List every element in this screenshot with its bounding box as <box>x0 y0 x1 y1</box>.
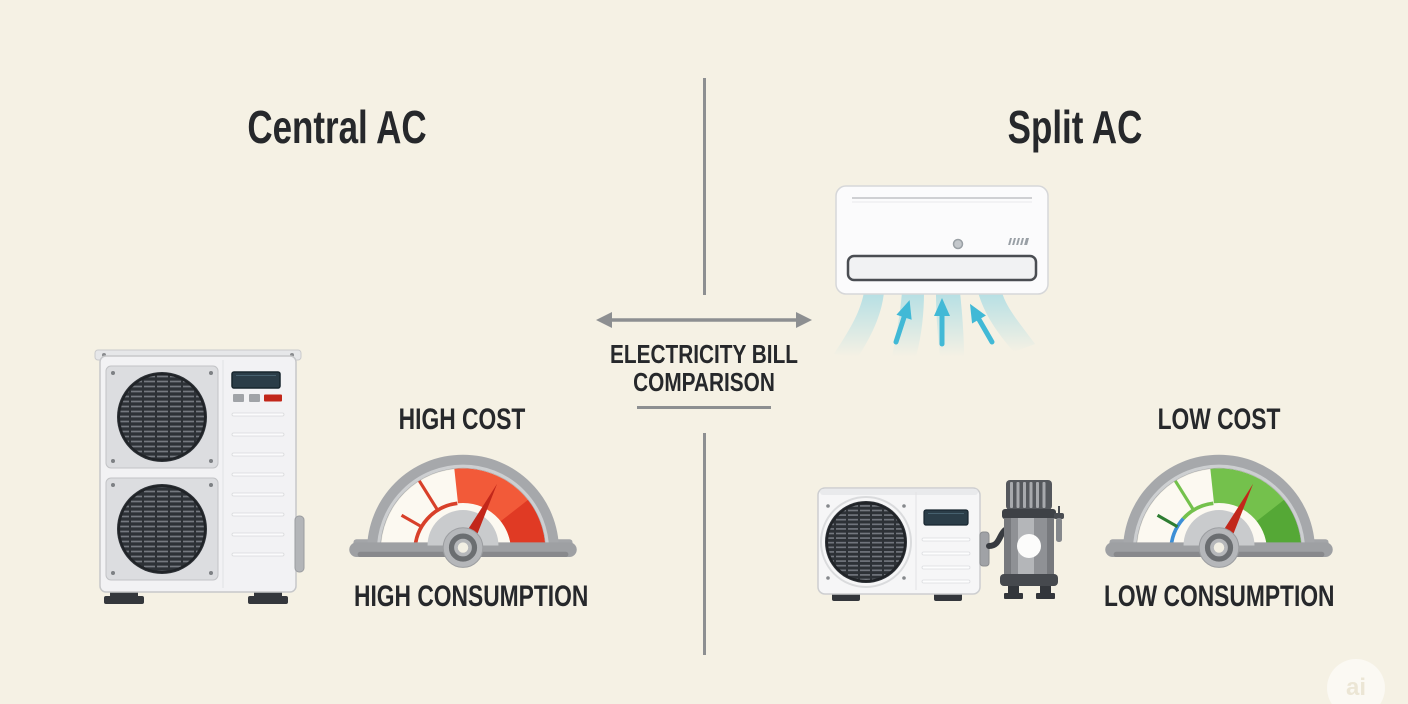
divider-line-top <box>703 78 706 295</box>
split-ac-outdoor-illustration <box>817 480 1064 601</box>
status-led <box>952 238 964 250</box>
comparison-label: ELECTRICITY BILL COMPARISON <box>554 340 854 396</box>
comparison-label-line2: COMPARISON <box>633 367 775 397</box>
airflow-arrows-icon <box>893 298 995 347</box>
high-cost-gauge-icon <box>349 454 577 568</box>
central-ac-unit-illustration <box>94 349 305 604</box>
outdoor-vent-slots <box>921 537 971 584</box>
fan-grille-icon <box>117 372 207 574</box>
airflow-streams <box>834 292 1035 357</box>
high-cost-label: HIGH COST <box>398 403 526 436</box>
vent-slots <box>231 412 285 557</box>
low-consumption-label: LOW CONSUMPTION <box>1104 580 1335 613</box>
central-ac-title: Central AC <box>247 101 427 153</box>
high-consumption-label: HIGH CONSUMPTION <box>354 580 589 613</box>
watermark-label: ai <box>1345 674 1366 701</box>
brand-mark <box>1008 238 1029 245</box>
low-cost-gauge-icon <box>1105 454 1333 568</box>
watermark-badge: ai <box>1327 659 1385 704</box>
unit-feet <box>104 590 288 604</box>
comparison-double-arrow-icon <box>596 312 812 328</box>
split-ac-title: Split AC <box>1007 101 1143 153</box>
air-outlet-vent <box>846 254 1038 282</box>
split-ac-indoor-illustration <box>834 185 1049 357</box>
comparison-underline <box>637 406 771 409</box>
low-cost-label: LOW COST <box>1157 403 1281 436</box>
compressor-illustration <box>1000 480 1064 599</box>
comparison-label-line1: ELECTRICITY BILL <box>610 339 798 369</box>
control-panel <box>231 371 282 402</box>
divider-line-bottom <box>703 433 706 655</box>
outdoor-fan-grille-icon <box>820 496 912 588</box>
